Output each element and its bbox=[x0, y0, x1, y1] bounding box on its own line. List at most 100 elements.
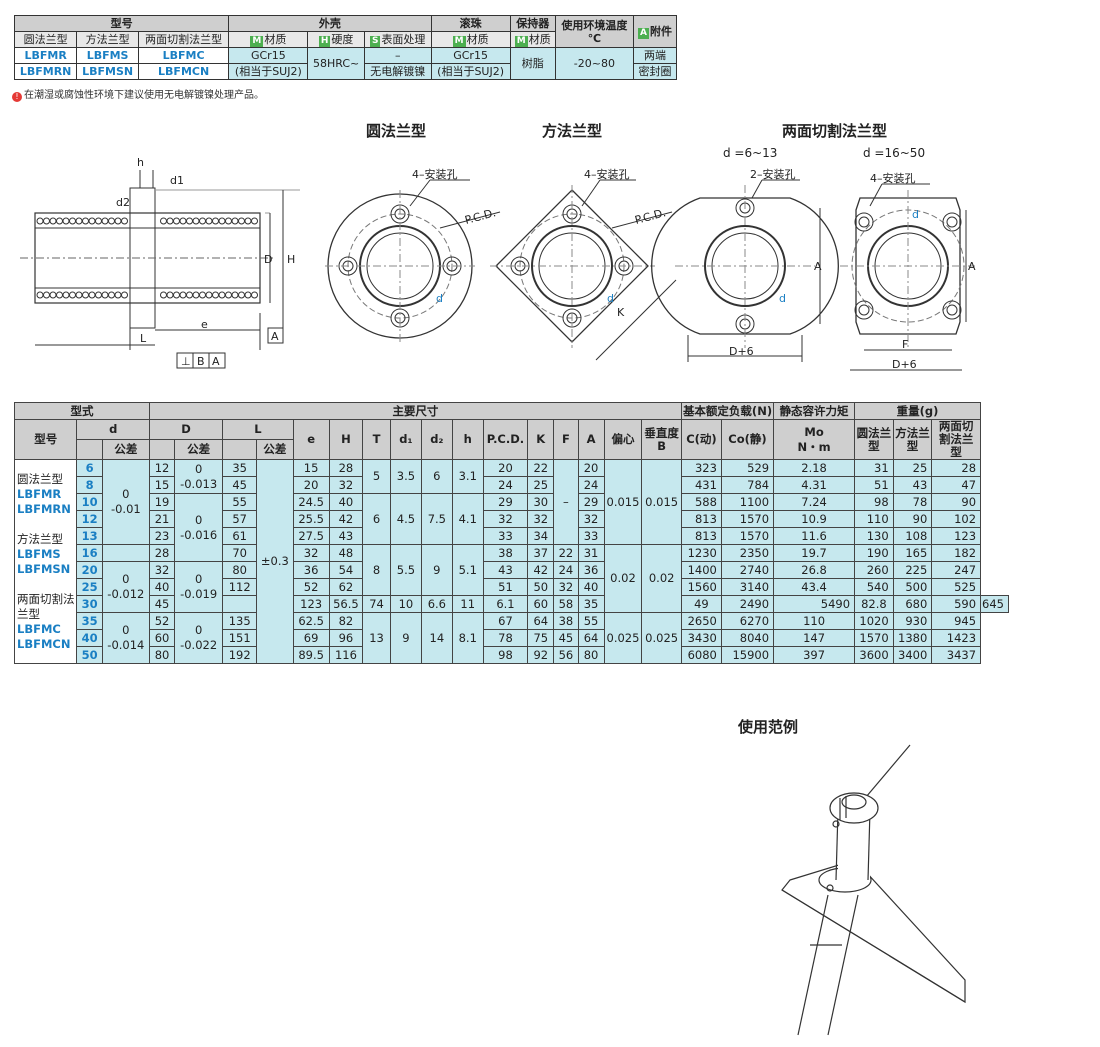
cell-D: 12 bbox=[148, 459, 176, 477]
cell-L: 135 bbox=[222, 612, 258, 630]
ball bbox=[43, 217, 50, 225]
model-lbfmr: LBFMR bbox=[13, 47, 78, 64]
tol-lower: -0.01 bbox=[110, 502, 141, 516]
header-pcd: P.C.D. bbox=[482, 419, 529, 460]
cell-L: 61 bbox=[222, 527, 258, 545]
cell-e: 20 bbox=[292, 476, 330, 494]
ball bbox=[56, 291, 63, 299]
ball bbox=[95, 291, 102, 299]
ball bbox=[192, 217, 200, 225]
cell-mo: 19.7 bbox=[773, 544, 856, 562]
cell-w3: 1423 bbox=[931, 629, 982, 647]
note: !在潮湿或腐蚀性环境下建议使用无电解镀镍处理产品。 bbox=[12, 86, 264, 102]
cell-mo: 82.8 bbox=[854, 595, 894, 613]
label-cut-A: A bbox=[814, 260, 822, 273]
label-cut-holes2: 2–安装孔 bbox=[750, 167, 796, 181]
header-H: H bbox=[328, 419, 364, 460]
tol-upper: 0 bbox=[194, 623, 203, 637]
cell-eccentricity: 0.02 bbox=[603, 544, 643, 613]
ball bbox=[212, 217, 219, 225]
cell-w2: 78 bbox=[892, 493, 933, 511]
spec-sub-round: 圆法兰型 bbox=[13, 31, 78, 48]
header-c: C(动) bbox=[680, 419, 722, 460]
cell-K: 75 bbox=[527, 629, 555, 647]
cell-d: 12 bbox=[76, 510, 103, 528]
cell-w1: 190 bbox=[854, 544, 894, 562]
cell-w3: 123 bbox=[931, 527, 982, 545]
cell-d2: 11 bbox=[451, 595, 484, 613]
ball-material-equiv: (相当于SUJ2) bbox=[430, 63, 511, 80]
cell-c0: 2740 bbox=[720, 561, 775, 579]
cell-L: 112 bbox=[222, 578, 258, 596]
cell-D: 19 bbox=[148, 493, 176, 511]
header-D: D bbox=[148, 419, 224, 440]
cell-d-tolerance-blank bbox=[101, 544, 150, 562]
cell-d: 50 bbox=[76, 646, 103, 664]
cell-A: 29 bbox=[577, 493, 605, 511]
ball bbox=[101, 291, 109, 299]
header-weight: 重量(g) bbox=[854, 402, 982, 420]
cell-c0: 2350 bbox=[720, 544, 775, 562]
cell-d1: 4.5 bbox=[389, 493, 422, 545]
label-B: B bbox=[197, 355, 205, 368]
cell-d-tolerance: 0-0.01 bbox=[101, 459, 150, 545]
cell-w1: 3600 bbox=[854, 646, 894, 664]
cell-c: 1400 bbox=[680, 561, 722, 579]
cell-w1: 1570 bbox=[854, 629, 894, 647]
header-model: 型号 bbox=[13, 419, 78, 460]
cell-e: 25.5 bbox=[292, 510, 330, 528]
ball bbox=[56, 217, 63, 225]
ball bbox=[225, 291, 232, 299]
cell-d: 16 bbox=[76, 544, 103, 562]
cell-T: 6 bbox=[362, 493, 391, 545]
surface-none: – bbox=[363, 47, 432, 64]
cell-L: 35 bbox=[222, 459, 258, 477]
cell-L: 45 bbox=[222, 476, 258, 494]
mo-unit: N・m bbox=[797, 439, 831, 454]
ball bbox=[95, 217, 102, 225]
cell-K: 92 bbox=[527, 646, 555, 664]
cell-w2: 225 bbox=[892, 561, 933, 579]
cell-e: 62.5 bbox=[292, 612, 330, 630]
ball bbox=[121, 217, 128, 225]
cell-c0: 6270 bbox=[720, 612, 775, 630]
accessory-line2: 密封圈 bbox=[633, 63, 677, 80]
surface-nickel: 无电解镀镍 bbox=[363, 63, 432, 80]
cell-perpendicularity: 0.02 bbox=[641, 544, 682, 613]
label-cut-holes4: 4–安装孔 bbox=[870, 171, 916, 185]
cell-perpendicularity: 0.015 bbox=[641, 459, 682, 545]
cell-L: 57 bbox=[222, 510, 258, 528]
cell-mo: 4.31 bbox=[773, 476, 856, 494]
cell-e: 36 bbox=[292, 561, 330, 579]
ball bbox=[244, 217, 252, 225]
spec-header-retainer: 保持器 bbox=[509, 15, 556, 32]
ball bbox=[49, 291, 57, 299]
type-lbfmr: LBFMR bbox=[17, 486, 62, 501]
cell-c0: 529 bbox=[720, 459, 775, 477]
ball bbox=[199, 291, 206, 299]
ball bbox=[225, 217, 232, 225]
ball bbox=[244, 291, 252, 299]
title-square-flange: 方法兰型 bbox=[542, 122, 603, 140]
cell-d: 10 bbox=[76, 493, 103, 511]
cell-eccentricity: 0.025 bbox=[603, 612, 643, 664]
cell-c: 6080 bbox=[680, 646, 722, 664]
cell-F-dash: – bbox=[553, 459, 579, 545]
cell-mo: 147 bbox=[773, 629, 856, 647]
cell-K: 58 bbox=[553, 595, 579, 613]
cell-w1: 1020 bbox=[854, 612, 894, 630]
cell-h: 5.1 bbox=[451, 544, 484, 596]
cell-D: 52 bbox=[148, 612, 176, 630]
cell-w3: 28 bbox=[931, 459, 982, 477]
header-eccentricity: 偏心 bbox=[603, 419, 643, 460]
header-d1: d₁ bbox=[389, 419, 422, 460]
cell-F: 24 bbox=[553, 561, 579, 579]
cell-c: 813 bbox=[680, 510, 722, 528]
cell-c0: 15900 bbox=[720, 646, 775, 664]
label-square-d: d bbox=[607, 292, 614, 305]
label-d2: d2 bbox=[116, 196, 130, 209]
